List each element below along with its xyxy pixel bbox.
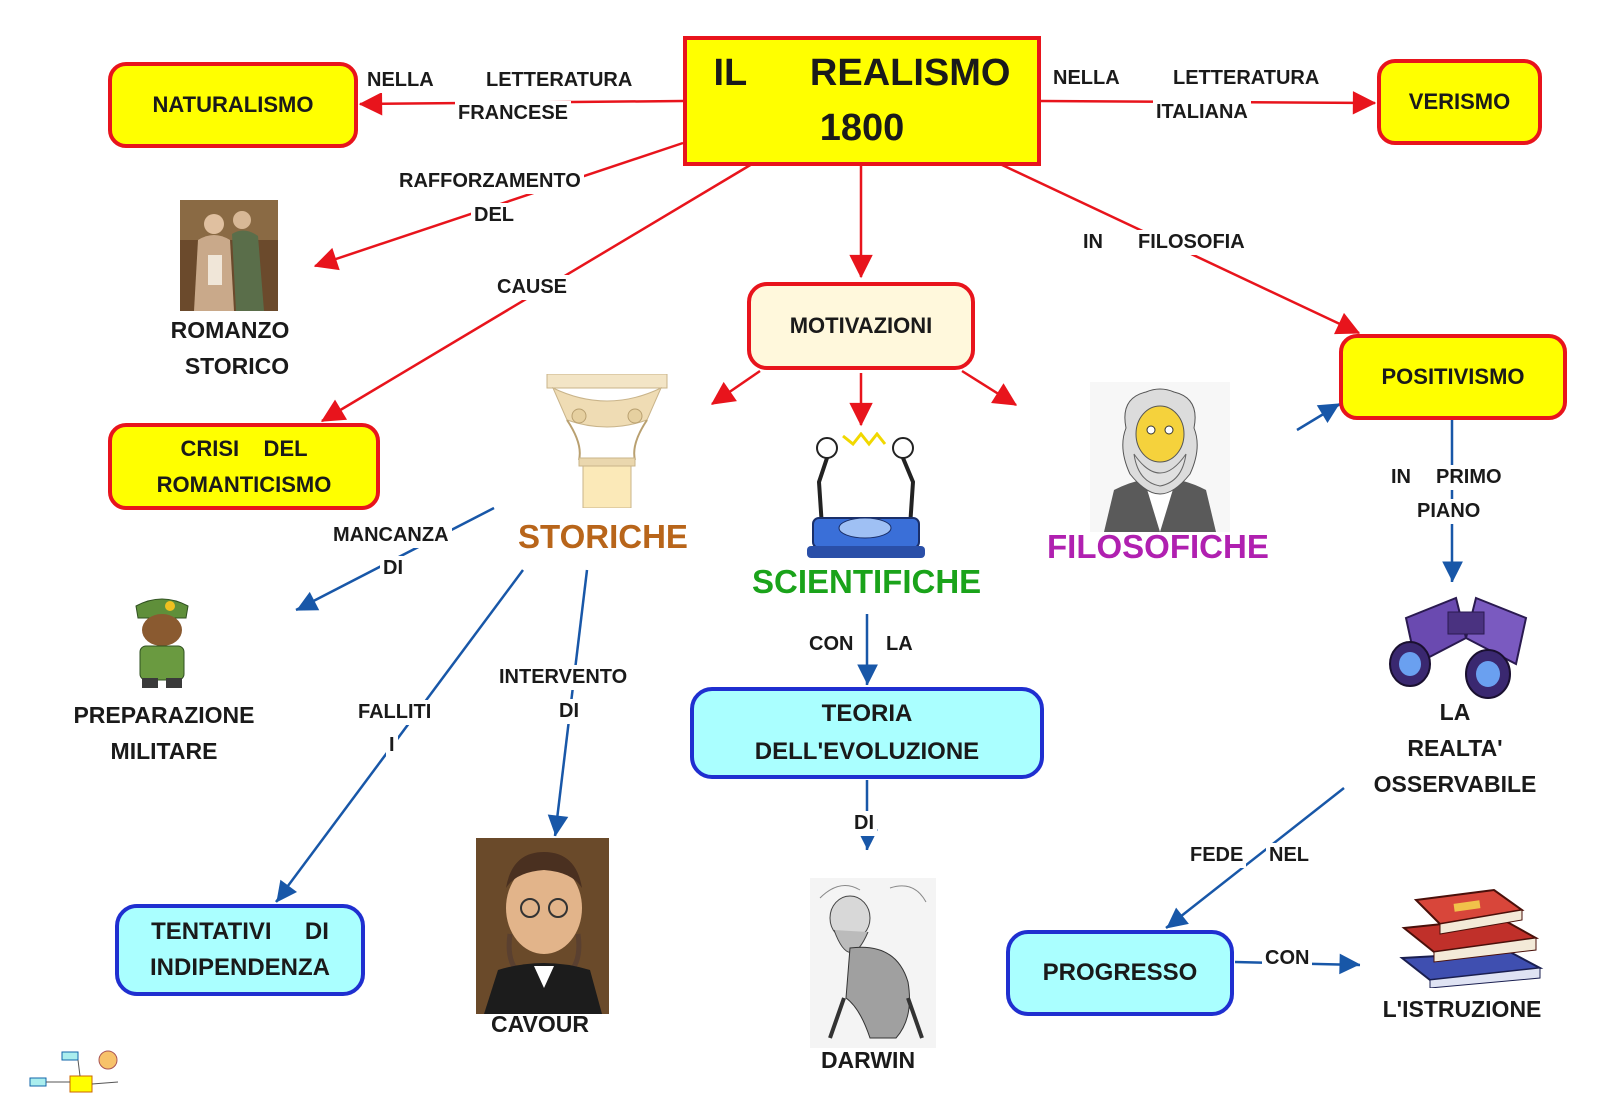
progresso-label: PROGRESSO [1042, 959, 1198, 986]
link-label-la-sci: LA [883, 632, 916, 657]
storiche-heading: STORICHE [518, 518, 688, 555]
crisi-romanticismo-node: CRISI DEL ROMANTICISMO [108, 423, 380, 510]
link-label-letteratura-fr: LETTERATURA [483, 68, 636, 93]
crisi-label-line2: ROMANTICISMO [156, 471, 332, 497]
preparazione-militare-caption: PREPARAZIONE MILITARE [66, 697, 262, 769]
main-title-year: 1800 [819, 107, 905, 149]
link-label-in-primo-in: IN [1388, 465, 1414, 490]
link-label-fede: FEDE [1187, 843, 1247, 868]
teoria-label-line1: TEORIA [821, 700, 913, 727]
cmap-logo [29, 1050, 119, 1093]
link-label-nella-fr: NELLA [364, 68, 437, 93]
link-label-con-progresso: CON [1262, 946, 1313, 971]
link-label-italiana: ITALIANA [1153, 100, 1251, 125]
arrow-to-filosofiche [961, 369, 1018, 407]
preparazione-caption-line2: MILITARE [110, 738, 218, 764]
link-label-primo: PRIMO [1433, 465, 1505, 490]
arrow-to-storiche [710, 369, 761, 406]
link-label-piano: PIANO [1414, 499, 1484, 524]
scientifiche-heading: SCIENTIFICHE [752, 563, 982, 600]
romanzo-storico-caption: ROMANZO STORICO [160, 312, 300, 384]
verismo-label: VERISMO [1408, 89, 1511, 114]
link-label-di-darwin: DI [851, 811, 877, 836]
link-label-nel: NEL [1266, 843, 1312, 868]
preparazione-caption-line1: PREPARAZIONE [73, 702, 255, 728]
realta-caption-line1: LA [1439, 699, 1471, 725]
link-label-rafforzamento: RAFFORZAMENTO [396, 169, 584, 194]
crisi-label-line1: CRISI DEL [180, 435, 308, 461]
soldier-cartoon [135, 598, 189, 688]
cavour-portrait [476, 838, 609, 1014]
motivazioni-node: MOTIVAZIONI [747, 282, 975, 370]
link-label-del: DEL [471, 203, 517, 228]
link-label-mancanza: MANCANZA [330, 523, 452, 548]
naturalismo-node: NATURALISMO [108, 62, 358, 148]
link-label-francese: FRANCESE [455, 101, 572, 126]
teoria-evoluzione-node: TEORIA DELL'EVOLUZIONE [690, 687, 1044, 779]
positivismo-node: POSITIVISMO [1339, 334, 1567, 420]
romanzo-caption-line2: STORICO [184, 353, 290, 379]
arrow-to-progresso [1165, 787, 1345, 929]
binoculars-icon [1389, 596, 1528, 699]
link-label-falliti-i: I [386, 733, 398, 758]
link-label-intervento: INTERVENTO [496, 665, 631, 690]
link-label-mancanza-di: DI [380, 556, 406, 581]
realta-osservabile-caption: LA REALTA' OSSERVABILE [1360, 694, 1550, 802]
link-label-in-filosofia-in: IN [1080, 230, 1106, 255]
arrow-filosofiche-to-positivismo [1296, 402, 1341, 432]
link-label-con-sci: CON [806, 632, 857, 657]
verismo-node: VERISMO [1377, 59, 1542, 145]
tentativi-label-line1: TENTATIVI DI [151, 918, 329, 945]
link-label-cause: CAUSE [494, 275, 571, 300]
darwin-caption: DARWIN [820, 1047, 916, 1073]
link-label-filosofia: FILOSOFIA [1135, 230, 1248, 255]
romanzo-caption-line1: ROMANZO [170, 317, 290, 343]
link-label-intervento-di: DI [556, 699, 582, 724]
realta-caption-line3: OSSERVABILE [1373, 771, 1537, 797]
naturalismo-label: NATURALISMO [152, 92, 314, 117]
main-title-box: IL REALISMO 1800 [683, 36, 1041, 166]
positivismo-label: POSITIVISMO [1381, 364, 1525, 389]
tentativi-indipendenza-node: TENTATIVI DI INDIPENDENZA [115, 904, 365, 996]
motivazioni-label: MOTIVAZIONI [789, 313, 933, 338]
main-title-line1: IL REALISMO [713, 51, 1011, 94]
arrow-to-tentativi [274, 569, 525, 903]
tentativi-label-line2: INDIPENDENZA [149, 954, 330, 981]
column-capital-icon [546, 374, 668, 508]
darwin-caricature [810, 878, 936, 1048]
istruzione-caption: L'ISTRUZIONE [1382, 996, 1542, 1022]
teoria-label-line2: DELL'EVOLUZIONE [754, 738, 980, 765]
filosofiche-heading: FILOSOFICHE [1047, 528, 1269, 565]
romanzo-storico-painting [180, 200, 278, 311]
books-icon [1399, 888, 1544, 988]
link-label-nella-it: NELLA [1050, 66, 1123, 91]
scientific-instrument-icon [807, 432, 925, 558]
cavour-caption: CAVOUR [491, 1011, 589, 1037]
philosopher-portrait [1090, 382, 1230, 532]
realta-caption-line2: REALTA' [1407, 735, 1503, 761]
progresso-node: PROGRESSO [1006, 930, 1234, 1016]
link-label-letteratura-it: LETTERATURA [1170, 66, 1323, 91]
link-label-falliti: FALLITI [355, 700, 435, 725]
